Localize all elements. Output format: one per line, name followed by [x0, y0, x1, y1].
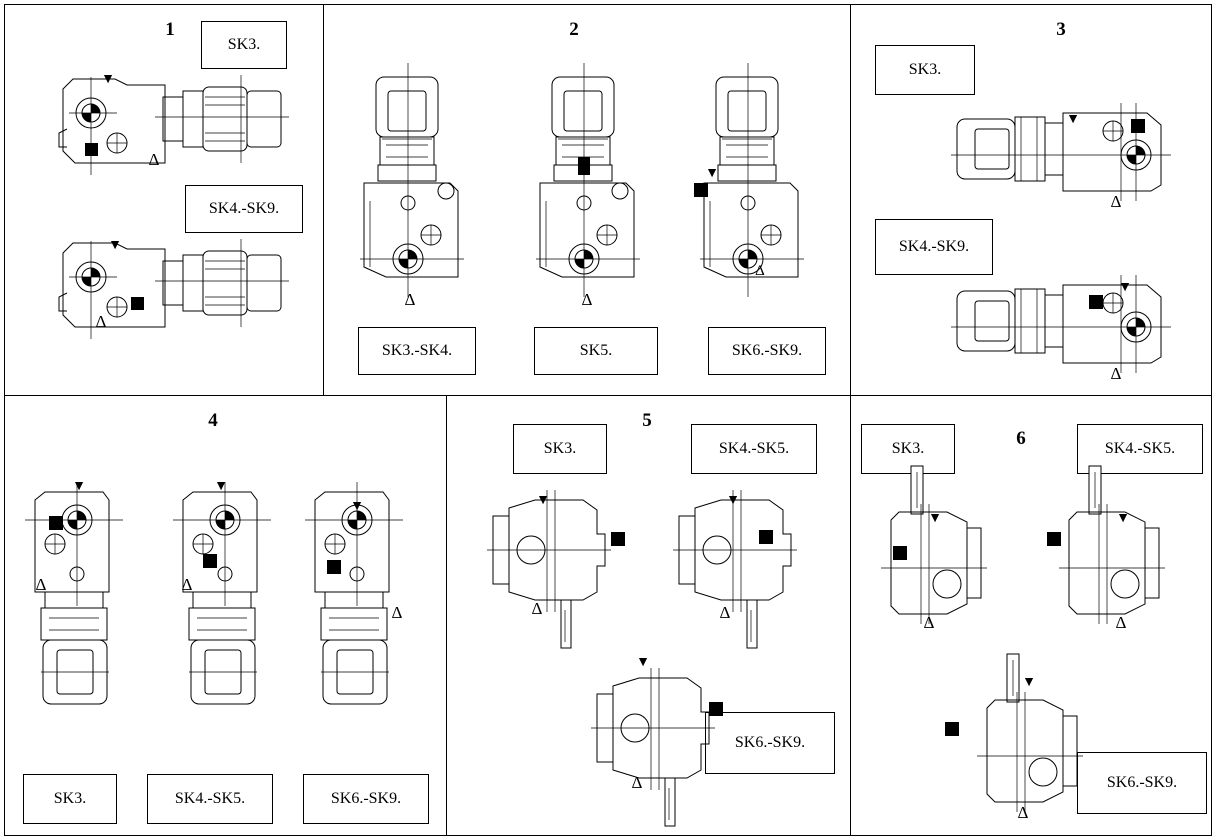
panel-number: 4	[208, 410, 218, 431]
panel-1: 1 SK3. SK4.-SK9. ▼ Δ	[4, 4, 324, 396]
level-symbol	[709, 702, 723, 716]
vent-symbol: ▼	[108, 238, 122, 253]
level-symbol	[1089, 295, 1103, 309]
vent-symbol: ▼	[1066, 112, 1080, 127]
gear-motor-drawing: ▼ Δ ▼ Δ ▼ Δ	[881, 465, 1165, 822]
model-label: SK3.	[875, 45, 975, 95]
drain-symbol: Δ	[1111, 364, 1122, 383]
vent-symbol: ▼	[636, 655, 650, 670]
model-label: SK6.-SK9.	[705, 712, 835, 774]
gear-unit	[1059, 465, 1165, 624]
model-label: SK3.	[513, 424, 607, 474]
level-symbol	[85, 143, 98, 156]
vent-symbol: ▼	[1116, 511, 1130, 526]
model-label: SK4.-SK9.	[875, 219, 993, 275]
level-symbol	[694, 183, 708, 197]
model-label: SK4.-SK5.	[147, 774, 273, 824]
level-symbol	[1047, 532, 1061, 546]
drain-symbol: Δ	[392, 603, 403, 622]
vent-symbol: ▼	[350, 499, 364, 514]
panel-number: 1	[165, 19, 175, 40]
model-label: SK6.-SK9.	[708, 327, 826, 375]
model-label: SK3.	[201, 21, 287, 69]
drain-symbol: Δ	[1111, 192, 1122, 211]
gear-unit	[591, 668, 715, 827]
level-symbol	[945, 722, 959, 736]
gear-unit-lower	[951, 275, 1171, 373]
drain-symbol: Δ	[720, 603, 731, 622]
vent-symbol: ▼	[705, 166, 719, 181]
drain-symbol: Δ	[405, 290, 416, 309]
model-label: SK3.	[861, 424, 955, 474]
vent-symbol: ▼	[214, 479, 228, 494]
level-symbol	[893, 546, 907, 560]
model-label: SK6.-SK9.	[303, 774, 429, 824]
gear-unit	[487, 490, 611, 649]
gear-motor-drawing: Δ Δ	[360, 63, 804, 309]
drain-symbol: Δ	[1116, 613, 1127, 632]
gear-motor-drawing: ▼ Δ ▼ Δ	[58, 72, 289, 339]
model-label: SK3.	[23, 774, 117, 824]
gear-unit	[360, 63, 464, 297]
model-label: SK4.-SK9.	[185, 185, 303, 233]
panel-number: 2	[569, 19, 579, 40]
drain-symbol: Δ	[532, 599, 543, 618]
level-symbol	[1131, 119, 1145, 133]
panel-3: 3 SK3. SK4.-SK9. ▼ Δ	[850, 4, 1212, 396]
gear-unit	[881, 465, 987, 624]
panel-number: 6	[1016, 428, 1026, 449]
vent-symbol: ▼	[72, 479, 86, 494]
level-symbol	[578, 157, 590, 175]
vent-symbol: ▼	[1022, 675, 1036, 690]
gear-motor-drawing: ▼ Δ ▼ Δ ▼ Δ	[487, 490, 797, 827]
drain-symbol: Δ	[182, 575, 193, 594]
gear-unit-lower	[58, 239, 289, 339]
level-symbol	[203, 554, 217, 568]
gear-unit	[673, 490, 797, 649]
vent-symbol: ▼	[1118, 280, 1132, 295]
gear-unit-upper	[951, 103, 1171, 201]
level-symbol	[131, 297, 144, 310]
gear-unit	[173, 482, 271, 705]
drain-symbol: Δ	[36, 575, 47, 594]
model-label: SK3.-SK4.	[358, 327, 476, 375]
panel-5: 5 SK3. SK4.-SK5. SK6.-SK9. ▼ Δ ▼ Δ	[446, 395, 851, 836]
model-label: SK5.	[534, 327, 658, 375]
panel-number: 3	[1056, 19, 1066, 40]
drain-symbol: Δ	[149, 150, 160, 169]
drain-symbol: Δ	[96, 312, 107, 331]
model-label: SK4.-SK5.	[1077, 424, 1203, 474]
level-symbol	[759, 530, 773, 544]
plug-symbol	[437, 182, 455, 200]
vent-symbol: ▼	[536, 493, 550, 508]
gear-unit	[977, 653, 1083, 812]
gear-unit	[536, 63, 640, 297]
gear-unit-upper	[58, 75, 289, 175]
level-symbol	[611, 532, 625, 546]
vent-symbol: ▼	[726, 493, 740, 508]
level-symbol	[327, 560, 341, 574]
gear-motor-drawing: ▼ Δ ▼ Δ	[25, 479, 403, 705]
drain-symbol: Δ	[632, 773, 643, 792]
vent-symbol: ▼	[928, 511, 942, 526]
panel-2: 2 SK3.-SK4. SK5. SK6.-SK9. Δ	[323, 4, 851, 396]
drain-symbol: Δ	[755, 263, 765, 279]
level-symbol	[49, 516, 63, 530]
panel-4: 4 SK3. SK4.-SK5. SK6.-SK9. ▼ Δ	[4, 395, 447, 836]
plug-symbol	[611, 182, 629, 200]
gear-unit	[700, 63, 804, 297]
vent-symbol: ▼	[101, 72, 115, 87]
model-label: SK4.-SK5.	[691, 424, 817, 474]
gear-unit	[25, 482, 123, 705]
drain-symbol: Δ	[924, 613, 935, 632]
panel-number: 5	[642, 410, 652, 431]
drain-symbol: Δ	[1018, 803, 1029, 822]
gear-unit	[305, 482, 403, 705]
panel-6: 6 SK3. SK4.-SK5. SK6.-SK9. ▼ Δ ▼ Δ	[850, 395, 1212, 836]
gear-motor-drawing: ▼ Δ ▼ Δ	[951, 103, 1171, 383]
drain-symbol: Δ	[582, 290, 593, 309]
